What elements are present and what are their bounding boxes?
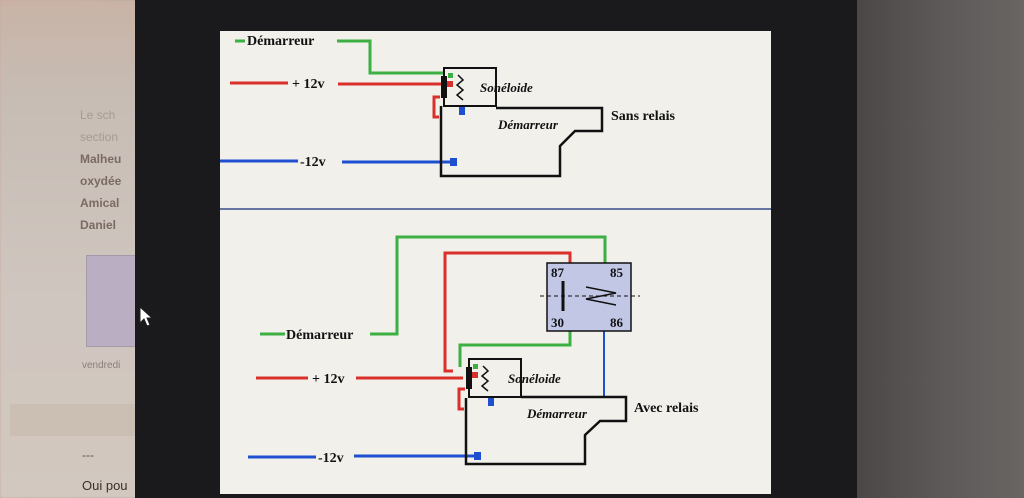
background-separator: --- [82,448,94,462]
bottom-starter-body [464,395,628,466]
solenoid-terminal [488,398,494,406]
solenoid-terminal [447,81,453,87]
relay-coil-icon [585,286,617,306]
background-caption: vendredi [82,360,121,371]
top-minus-wire-label: -12v [300,155,326,170]
top-starter-label: Démarreur [497,117,559,132]
background-text-line: Malheu [80,152,122,166]
solenoid-plunger [466,367,472,389]
background-text-line: Amical [80,196,120,210]
bottom-solenoid-label: Sonéloide [508,371,561,386]
top-caption: Sans relais [611,109,675,124]
blue-terminal [474,452,481,460]
green-wire [370,235,607,336]
wiring-diagram-svg: Démarreur + 12v -12v Sonéloide Démarreur… [220,34,771,466]
top-plus-wire-label: + 12v [292,77,324,92]
solenoid-terminal [473,364,478,369]
background-right [857,0,1024,498]
top-solenoid-label: Sonéloide [480,80,533,95]
background-text-line: oxydée [80,174,122,188]
mouse-cursor-icon [139,306,153,327]
solenoid-plunger [441,76,447,98]
background-text-line: Daniel [80,218,117,232]
background-thumbnail[interactable] [86,255,138,347]
bottom-caption: Avec relais [634,401,699,416]
background-bottom-text: Oui pou [82,478,128,493]
coil-icon [455,74,465,101]
coil-icon [480,365,490,392]
relay-pin-86: 86 [610,315,624,330]
background-text-line: Le sch [80,108,116,122]
relay-pin-30: 30 [551,315,564,330]
red-contact [457,387,465,411]
green-wire [337,39,445,75]
blue-terminal [450,158,457,166]
solenoid-terminal [448,73,453,78]
background-block [10,404,140,436]
red-wire [443,251,572,373]
bottom-minus-wire-label: -12v [318,451,344,466]
red-contact [432,95,440,119]
relay-pin-87: 87 [551,265,565,280]
bottom-starter-label: Démarreur [526,406,588,421]
top-starter-body [439,106,604,178]
bottom-starter-wire-label: Démarreur [286,328,353,343]
background-text-line: section [80,130,119,144]
relay-box [546,262,632,332]
green-wire [458,327,572,367]
solenoid-terminal [459,107,465,115]
top-starter-wire-label: Démarreur [247,34,314,49]
wiring-diagram: Démarreur + 12v -12v Sonéloide Démarreur… [220,31,771,494]
relay-pin-85: 85 [610,265,624,280]
bottom-plus-wire-label: + 12v [312,372,344,387]
solenoid-terminal [472,372,478,378]
